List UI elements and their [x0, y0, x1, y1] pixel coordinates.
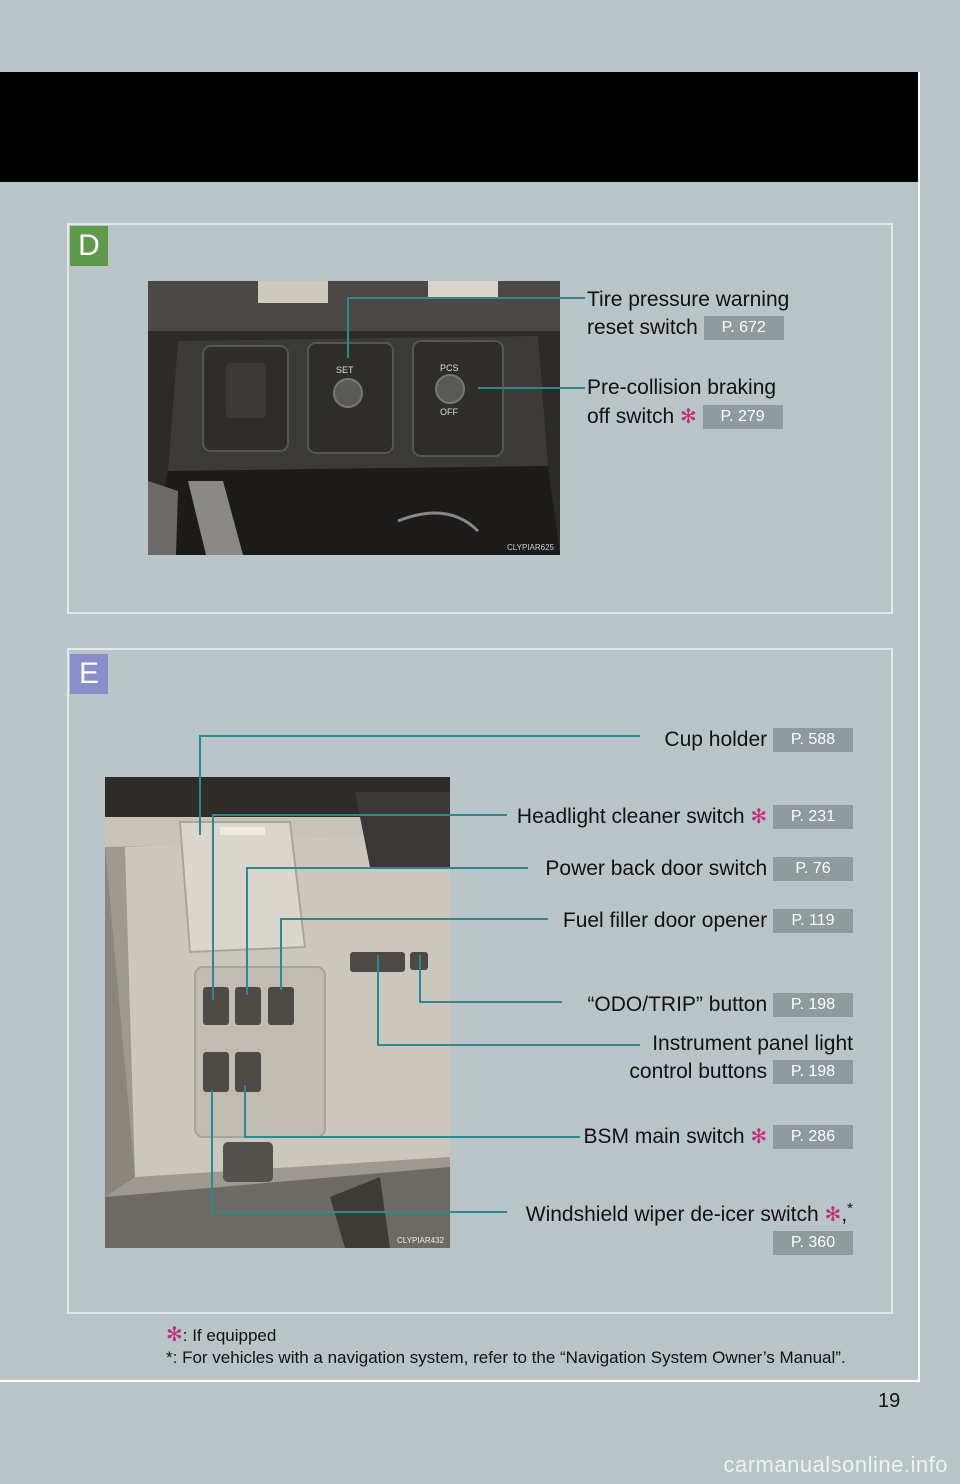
callout-label: Cup holder: [664, 728, 768, 751]
section-d-panel: [67, 223, 893, 614]
callout-instrument-light: Instrument panel light control buttons P…: [629, 1032, 853, 1085]
footnote-text: : For vehicles with a navigation system,…: [172, 1348, 846, 1367]
callout-pre-collision: Pre-collision braking off switch ✻ P. 27…: [587, 376, 783, 430]
page-reference[interactable]: P. 279: [702, 405, 783, 430]
callout-tire-pressure: Tire pressure warning reset switch P. 67…: [587, 288, 790, 341]
leader-instrument-light: [377, 955, 640, 1046]
set-switch-label: SET: [336, 365, 354, 375]
leader-odo-trip: [419, 955, 562, 1003]
pcs-switch-label: PCS: [440, 363, 459, 373]
leader-bsm-main: [244, 1085, 580, 1138]
callout-label: “ODO/TRIP” button: [587, 993, 768, 1016]
callout-label: Fuel filler door opener: [562, 909, 768, 932]
page-reference[interactable]: P. 119: [773, 909, 853, 934]
callout-bsm-main: BSM main switch ✻ P. 286: [583, 1124, 853, 1150]
section-e-tag: E: [70, 654, 108, 694]
callout-suffix: ,: [841, 1203, 848, 1226]
callout-line2: off switch: [587, 405, 675, 428]
photo-code: CLYPIAR432: [397, 1236, 444, 1245]
callout-power-back-door: Power back door switch P. 76: [545, 857, 853, 882]
callout-label: Power back door switch: [545, 857, 768, 880]
bottom-margin-rule: [0, 1380, 918, 1382]
leader-fuel-filler: [280, 918, 548, 990]
page-reference[interactable]: P. 231: [773, 805, 853, 830]
leader-power-back-door: [246, 867, 528, 995]
if-equipped-mark: ✻: [750, 806, 768, 828]
callout-wiper-deicer: Windshield wiper de-icer switch ✻,* P. 3…: [525, 1200, 853, 1256]
if-equipped-mark: ✻: [824, 1204, 842, 1226]
leader-headlight-cleaner: [212, 814, 507, 1000]
page-reference[interactable]: P. 198: [773, 993, 853, 1018]
callout-cup-holder: Cup holder P. 588: [664, 728, 853, 753]
leader-cup-holder: [199, 735, 640, 835]
nav-mark: *: [847, 1200, 853, 1217]
callout-line2: reset switch: [587, 316, 698, 339]
callout-label: Headlight cleaner switch: [516, 805, 745, 828]
if-equipped-mark: ✻: [680, 406, 697, 428]
page-reference[interactable]: P. 672: [703, 316, 784, 341]
if-equipped-mark: ✻: [750, 1126, 768, 1148]
page-reference[interactable]: P. 588: [773, 728, 853, 753]
footnote-navigation: *: For vehicles with a navigation system…: [166, 1348, 846, 1368]
section-e-photo: CLYPIAR432: [105, 777, 450, 1248]
nav-mark: *: [166, 1348, 173, 1367]
callout-label: Windshield wiper de-icer switch: [525, 1203, 819, 1226]
callout-odo-trip: “ODO/TRIP” button P. 198: [587, 993, 853, 1018]
footnote-if-equipped: ✻: If equipped: [166, 1322, 276, 1347]
callout-line1: Pre-collision braking: [587, 376, 777, 399]
callout-headlight-cleaner: Headlight cleaner switch ✻ P. 231: [516, 804, 853, 830]
right-margin-rule: [918, 72, 920, 1382]
callout-line2: control buttons: [629, 1060, 768, 1083]
leader-tire-pressure: [347, 297, 585, 358]
page-reference[interactable]: P. 286: [773, 1125, 853, 1150]
callout-fuel-filler: Fuel filler door opener P. 119: [562, 909, 853, 934]
footnote-text: : If equipped: [182, 1326, 277, 1345]
callout-label: BSM main switch: [583, 1125, 745, 1148]
callout-line1: Tire pressure warning: [587, 288, 790, 311]
section-d-tag: D: [70, 226, 108, 266]
page-reference[interactable]: P. 360: [773, 1231, 853, 1256]
leader-wiper-deicer: [211, 1090, 507, 1213]
section-d-photo: SET PCS OFF CLYPIAR625: [148, 281, 560, 555]
page-reference[interactable]: P. 198: [773, 1060, 853, 1085]
if-equipped-mark: ✻: [166, 1324, 183, 1346]
header-bar: [0, 72, 918, 182]
off-switch-label: OFF: [440, 407, 458, 417]
page-reference[interactable]: P. 76: [773, 857, 853, 882]
photo-code: CLYPIAR625: [507, 543, 554, 552]
section-e-panel: [67, 648, 893, 1314]
page-number: 19: [878, 1390, 901, 1412]
callout-line1: Instrument panel light: [652, 1032, 853, 1055]
watermark: carmanualsonline.info: [723, 1452, 948, 1477]
